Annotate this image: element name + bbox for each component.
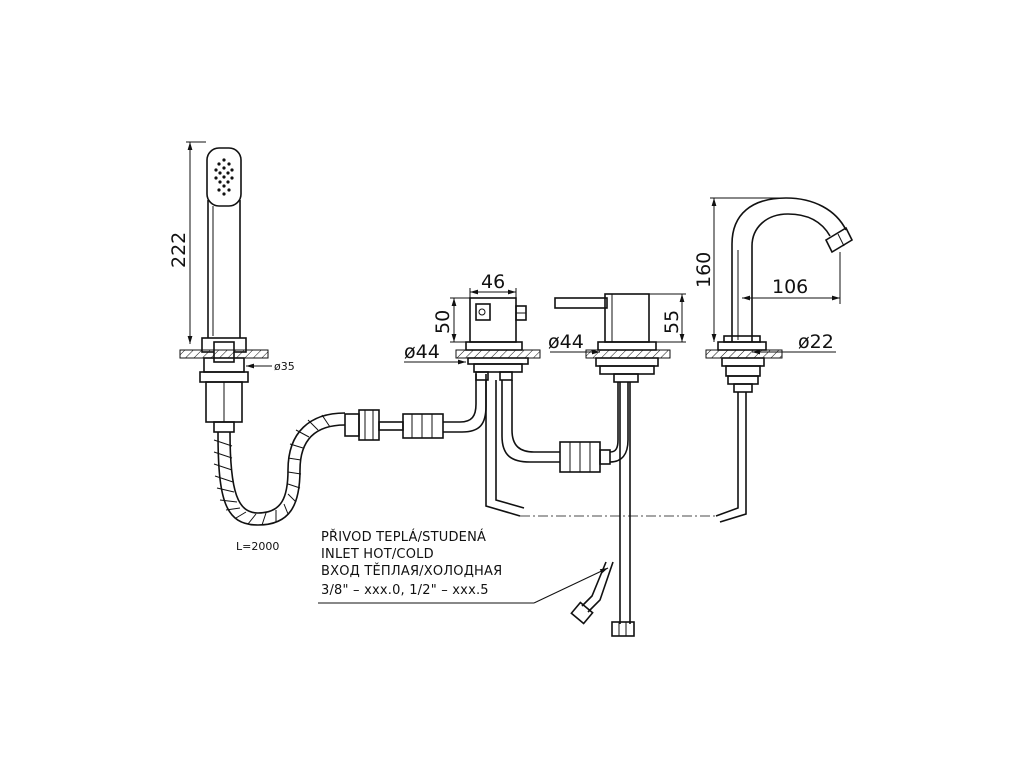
note-line-1: PŘIVOD TEPLÁ/STUDENÁ: [321, 529, 486, 545]
dimension-106: 106: [742, 252, 841, 304]
hand-shower: [179, 147, 269, 433]
hose-length-label: L=2000: [236, 540, 279, 553]
inlet-note: PŘIVOD TEPLÁ/STUDENÁ INLET HOT/COLD ВХОД…: [318, 529, 609, 604]
dim-55-label: 55: [661, 310, 683, 334]
dim-222-label: 222: [168, 232, 190, 268]
note-line-3: ВХОД TĚПЛАЯ/ХОЛОДНАЯ: [321, 563, 502, 579]
dim-50-label: 50: [432, 310, 454, 334]
diverter: [455, 297, 541, 381]
dimension-160: 160: [693, 197, 786, 342]
spout: [705, 197, 854, 523]
dimension-55: 55: [649, 293, 686, 343]
shower-hose: [213, 374, 487, 526]
dim-160-label: 160: [693, 252, 715, 288]
shower-head-icon: [214, 158, 234, 196]
dimension-o35: ø35: [246, 360, 295, 373]
dim-106-label: 106: [772, 276, 808, 298]
dimension-50: 50: [432, 297, 470, 343]
dim-o35-label: ø35: [274, 360, 295, 373]
dimension-o44-mixer: ø44: [548, 331, 600, 355]
dim-o22-label: ø22: [798, 331, 834, 353]
dim-o44-mixer-label: ø44: [548, 331, 584, 353]
dim-46-label: 46: [481, 271, 505, 293]
diverter-pipes: [485, 380, 629, 517]
dim-o44-diverter-label: ø44: [404, 341, 440, 363]
dimension-46: 46: [469, 271, 517, 298]
note-line-2: INLET HOT/COLD: [321, 547, 434, 562]
dimension-222: 222: [168, 141, 206, 344]
dimension-o44-diverter: ø44: [404, 341, 466, 365]
dimension-o22: ø22: [752, 331, 836, 355]
mixer: [554, 293, 671, 637]
note-line-4: 3/8" – xxx.0, 1/2" – xxx.5: [321, 583, 489, 598]
